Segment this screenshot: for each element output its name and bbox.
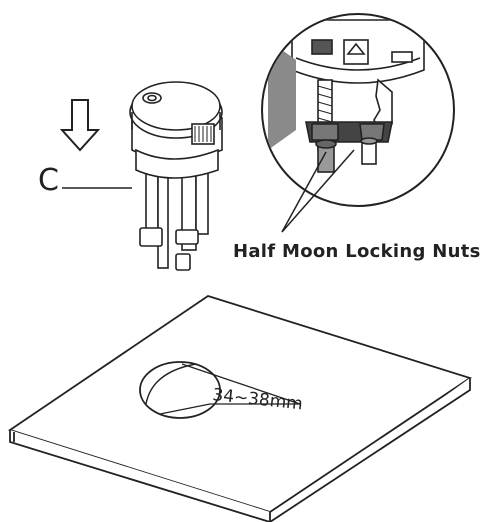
half-moon-locking-nuts-label: Half Moon Locking Nuts	[233, 241, 481, 262]
flush-valve-assembly	[129, 81, 223, 271]
down-arrow-icon	[59, 99, 101, 152]
dimension-lines	[159, 363, 301, 415]
countertop-slab	[7, 295, 473, 522]
callout-leaders	[281, 149, 355, 233]
mounting-hole	[139, 361, 221, 419]
part-c-label: C	[38, 163, 59, 198]
detail-zoom-circle	[261, 13, 455, 207]
